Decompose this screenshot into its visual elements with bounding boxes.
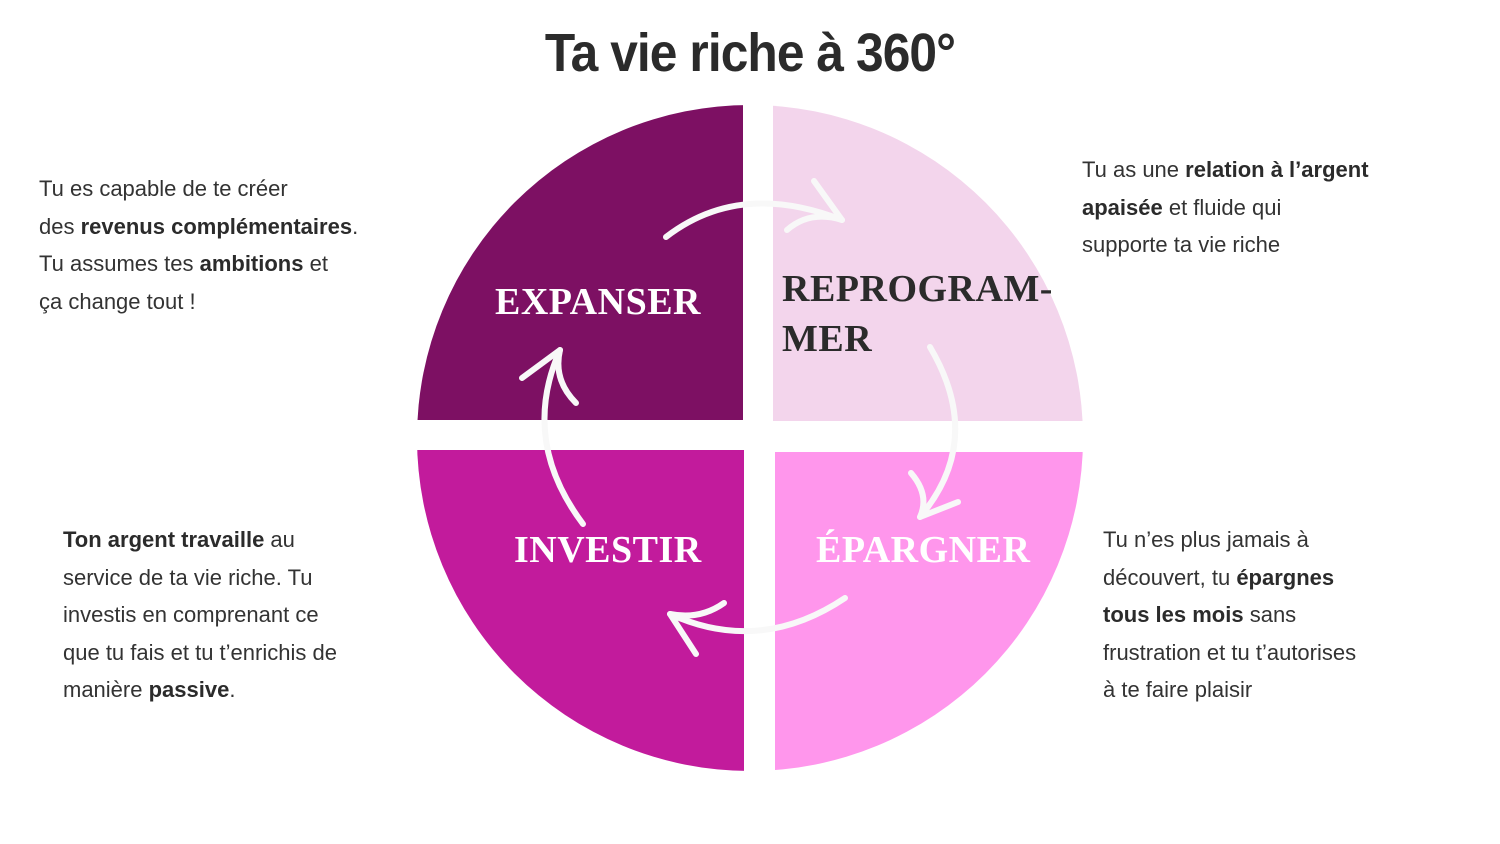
- text-segment: Tu n’es plus jamais à: [1103, 527, 1309, 552]
- text-segment: et: [303, 251, 328, 276]
- text-segment: Tu as une: [1082, 157, 1186, 182]
- text-segment: investis en comprenant ce: [63, 602, 319, 627]
- label-investir: INVESTIR: [514, 529, 702, 571]
- text-segment: à te faire plaisir: [1103, 677, 1253, 702]
- text-segment: manière: [63, 677, 149, 702]
- description-line: des revenus complémentaires.: [39, 208, 358, 246]
- page-title: Ta vie riche à 360°: [544, 23, 956, 83]
- text-segment: Tu es capable de te créer: [39, 176, 288, 201]
- description-expanser: Tu es capable de te créer des revenus com…: [39, 170, 358, 320]
- text-segment: ça change tout !: [39, 288, 196, 314]
- description-line: manière passive.: [63, 671, 337, 709]
- text-segment: .: [229, 677, 236, 702]
- text-segment: découvert, tu: [1103, 564, 1237, 590]
- highlight-text: passive: [148, 677, 230, 702]
- label-reprogrammer-line2: MER: [782, 318, 873, 360]
- text-segment: service de ta vie riche. Tu: [63, 564, 313, 590]
- text-segment: supporte ta vie riche: [1082, 232, 1281, 257]
- description-line: tous les mois sans: [1103, 596, 1356, 634]
- quadrant-expanser: [417, 105, 743, 420]
- arrow-expanser-to-reprogrammer: [663, 178, 845, 240]
- highlight-text: relation à l’argent: [1185, 157, 1369, 182]
- label-epargner: ÉPARGNER: [816, 529, 1031, 571]
- highlight-text: ambitions: [199, 251, 304, 276]
- description-line: ça change tout !: [39, 283, 358, 321]
- highlight-text: revenus complémentaires: [80, 213, 353, 239]
- highlight-text: apaisée: [1082, 194, 1163, 220]
- description-line: apaisée et fluide qui: [1082, 189, 1369, 227]
- description-line: frustration et tu t’autorises: [1103, 634, 1356, 672]
- text-segment: au: [264, 527, 295, 552]
- description-line: à te faire plaisir: [1103, 671, 1356, 709]
- description-line: service de ta vie riche. Tu: [63, 559, 337, 597]
- description-epargner: Tu n’es plus jamais à découvert, tu éparg…: [1103, 521, 1356, 709]
- description-line: Tu es capable de te créer: [39, 170, 358, 208]
- arrow-investir-to-expanser: [519, 347, 586, 527]
- arrow-epargner-to-investir: [667, 595, 848, 657]
- text-segment: et fluide qui: [1162, 194, 1282, 220]
- text-segment: Tu assumes tes: [39, 251, 200, 276]
- description-line: Ton argent travaille au: [63, 521, 337, 559]
- description-line: que tu fais et tu t’enrichis de: [63, 634, 337, 672]
- highlight-text: tous les mois: [1103, 602, 1244, 627]
- text-segment: des: [39, 213, 81, 239]
- text-segment: sans: [1243, 602, 1297, 627]
- description-line: Tu n’es plus jamais à: [1103, 521, 1356, 559]
- arrow-reprogrammer-to-epargner: [908, 344, 961, 520]
- label-reprogrammer: REPROGRAM- MER: [782, 264, 1053, 364]
- description-line: investis en comprenant ce: [63, 596, 337, 634]
- description-line: découvert, tu épargnes: [1103, 559, 1356, 597]
- description-investir: Ton argent travaille au service de ta vie…: [63, 521, 337, 709]
- text-segment: frustration et tu t’autorises: [1103, 639, 1357, 665]
- text-segment: que tu fais et tu t’enrichis de: [63, 639, 337, 665]
- highlight-text: épargnes: [1236, 564, 1335, 590]
- quadrant-reprogrammer: [773, 105, 1083, 421]
- highlight-text: Ton argent travaille: [63, 527, 265, 552]
- description-line: Tu assumes tes ambitions et: [39, 245, 358, 283]
- description-line: supporte ta vie riche: [1082, 226, 1369, 264]
- label-reprogrammer-line1: REPROGRAM-: [782, 268, 1053, 310]
- text-segment: .: [352, 213, 359, 239]
- label-expanser: EXPANSER: [495, 281, 701, 323]
- description-line: Tu as une relation à l’argent: [1082, 151, 1369, 189]
